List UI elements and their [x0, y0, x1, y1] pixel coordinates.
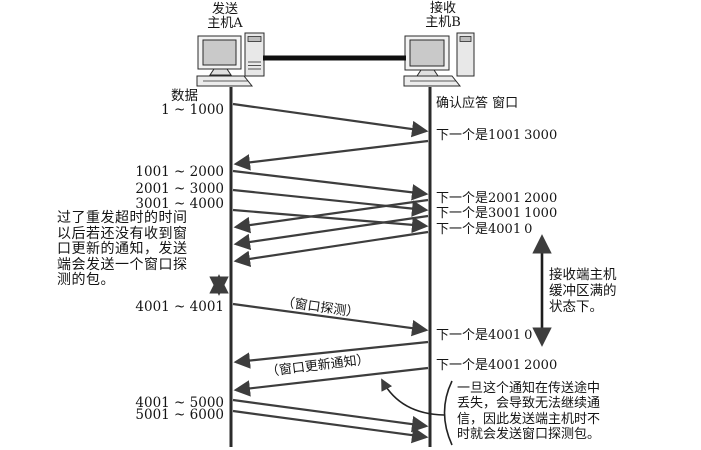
window-update-arrow: [233, 366, 429, 397]
data-arrow-1-1000: [232, 102, 429, 138]
ack-row-3001: 下一个是3001 1000: [436, 206, 557, 221]
ack-arrow-2001: [233, 198, 429, 234]
data-arrow-5001-6000: [232, 409, 429, 444]
ack-text: 下一个是3001: [436, 206, 522, 221]
segment-label-1-1000: 1 ~ 1000: [161, 102, 224, 118]
ack-arrow-1001: [233, 139, 429, 171]
host-b-computer-icon: [403, 32, 475, 87]
window-value: 2000: [524, 191, 558, 206]
window-probe-arrow: [232, 302, 429, 337]
data-arrow-3001-4000: [232, 208, 429, 234]
ack-text: 下一个是4001: [436, 222, 522, 237]
data-segment-arrows: [232, 102, 429, 444]
ack-row-window-update: 下一个是4001 2000: [436, 358, 557, 373]
host-a-label: 发送 主机A: [207, 2, 243, 31]
segment-label-probe-4001-4001: 4001 ~ 4001: [135, 299, 224, 315]
window-value: 0: [524, 328, 533, 343]
ack-window-column-header: 确认应答 窗口: [436, 96, 519, 111]
host-a-computer-icon: [196, 32, 265, 87]
buffer-full-note: 接收端主机 缓冲区满的 状态下。: [549, 267, 617, 315]
host-b-label: 接收 主机B: [425, 1, 461, 30]
segment-label-3001-4000: 3001 ~ 4000: [135, 196, 224, 212]
segment-label-2001-3000: 2001 ~ 3000: [135, 181, 224, 197]
window-value: 1000: [524, 206, 558, 221]
ack-row-4001-zero: 下一个是4001 0: [436, 222, 532, 237]
ack-text: 下一个是1001: [436, 128, 522, 143]
ack-text: 下一个是4001: [436, 328, 522, 343]
update-loss-note: 一旦这个通知在传送途中 丢失，会导致无法继续通 信，因此发送端主机时不 时就会发…: [457, 381, 601, 442]
timeout-note: 过了重发超时的时间 以后若还没有收到窗 口更新的通知，发送 端会发送一个窗口探 …: [57, 210, 188, 288]
data-arrow-4001-5000: [232, 398, 429, 433]
segment-label-4001-5000: 4001 ~ 5000: [135, 395, 224, 411]
loss-note-bracket: [443, 380, 453, 446]
window-value: 3000: [524, 128, 558, 143]
window-value: 2000: [524, 358, 558, 373]
ack-arrow-3001: [233, 214, 429, 251]
ack-arrow-4001-zero: [233, 230, 429, 268]
ack-arrows: [233, 139, 429, 397]
ack-row-probe-reply: 下一个是4001 0: [436, 328, 532, 343]
loss-note-pointer-arrow: [381, 378, 445, 416]
ack-text: 下一个是2001: [436, 191, 522, 206]
ack-text: 下一个是4001: [436, 358, 522, 373]
data-column-header: 数据: [171, 88, 198, 104]
ack-row-2001: 下一个是2001 2000: [436, 191, 557, 206]
segment-label-1001-2000: 1001 ~ 2000: [135, 164, 224, 180]
data-arrow-2001-3000: [232, 188, 429, 217]
ack-arrow-probe-reply: [233, 340, 429, 369]
ack-row-1001: 下一个是1001 3000: [436, 128, 557, 143]
data-arrow-1001-2000: [232, 169, 429, 201]
window-value: 0: [524, 222, 533, 237]
segment-label-5001-6000: 5001 ~ 6000: [135, 407, 224, 423]
